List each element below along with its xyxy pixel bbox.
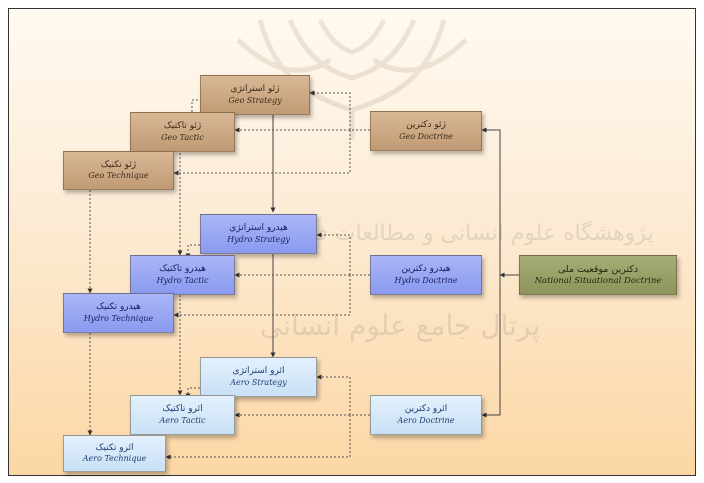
geo-tactic-box: ژئو تاکتیک Geo Tactic [130,112,235,152]
aero-doctrine-fa: ائرو دکترین [404,404,448,415]
geo-doctrine-box: ژئو دکترین Geo Doctrine [370,111,482,151]
hydro-doctrine-fa: هیدرو دکترین [401,264,451,275]
aero-tactic-en: Aero Tactic [159,415,206,425]
national-doctrine-en: National Situational Doctrine [534,275,662,286]
hydro-tactic-fa: هیدرو تاکتیک [159,264,206,275]
geo-doctrine-fa: ژئو دکترین [406,120,446,131]
aero-tactic-box: ائرو تاکتیک Aero Tactic [130,395,235,435]
geo-strategy-fa: ژئو استراتژی [230,84,280,95]
diagram-frame [8,8,696,476]
hydro-tactic-en: Hydro Tactic [156,275,209,285]
national-doctrine-box: دکترین موقعیت ملی National Situational D… [519,255,677,295]
geo-doctrine-en: Geo Doctrine [399,131,453,141]
aero-technique-fa: ائرو تکنیک [95,442,134,453]
hydro-doctrine-box: هیدرو دکترین Hydro Doctrine [370,255,482,295]
geo-technique-fa: ژئو تکنیک [100,159,137,170]
aero-strategy-en: Aero Strategy [230,377,287,387]
hydro-strategy-box: هیدرو استراتژی Hydro Strategy [200,214,317,254]
hydro-strategy-fa: هیدرو استراتژی [229,223,288,234]
geo-tactic-fa: ژئو تاکتیک [163,121,202,132]
aero-strategy-box: ائرو استراتژی Aero Strategy [200,357,317,397]
aero-doctrine-en: Aero Doctrine [397,415,455,425]
aero-technique-en: Aero Technique [82,454,147,464]
hydro-doctrine-en: Hydro Doctrine [394,275,458,285]
aero-doctrine-box: ائرو دکترین Aero Doctrine [370,395,482,435]
aero-tactic-fa: ائرو تاکتیک [162,404,203,415]
national-doctrine-fa: دکترین موقعیت ملی [557,263,639,275]
aero-strategy-fa: ائرو استراتژی [232,366,285,377]
hydro-technique-fa: هیدرو تکنیک [96,302,141,313]
hydro-strategy-en: Hydro Strategy [227,234,290,244]
aero-technique-box: ائرو تکنیک Aero Technique [63,435,166,472]
geo-strategy-box: ژئو استراتژی Geo Strategy [200,75,310,115]
geo-technique-en: Geo Technique [88,171,149,181]
hydro-tactic-box: هیدرو تاکتیک Hydro Tactic [130,255,235,295]
hydro-technique-box: هیدرو تکنیک Hydro Technique [63,293,174,333]
geo-tactic-en: Geo Tactic [161,132,204,142]
hydro-technique-en: Hydro Technique [83,313,154,323]
geo-strategy-en: Geo Strategy [228,95,282,105]
geo-technique-box: ژئو تکنیک Geo Technique [63,151,174,190]
